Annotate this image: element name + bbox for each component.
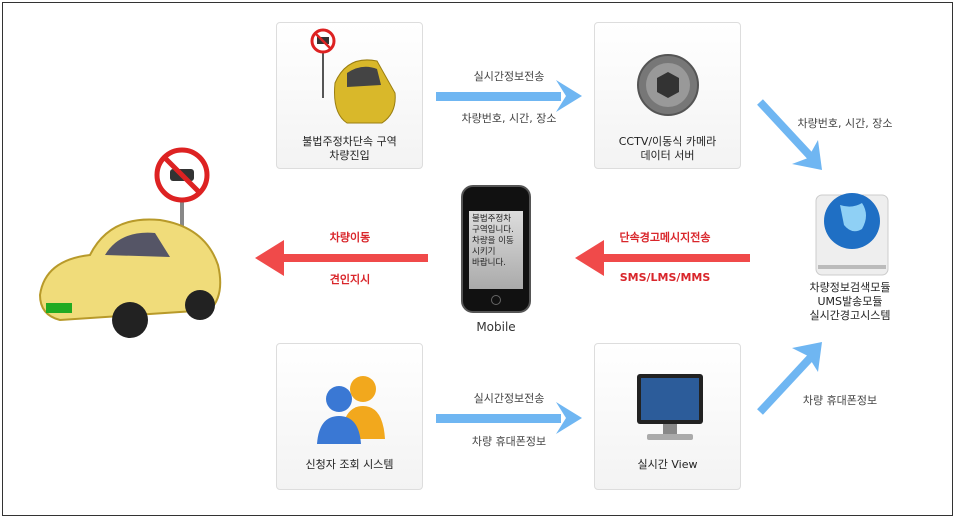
server-node-label: 차량정보검색모듈 UMS발송모듈 실시간경고시스템 xyxy=(780,281,920,323)
beetle-car-with-no-parking-sign-icon xyxy=(38,147,222,338)
edge-label: 실시간정보전송 xyxy=(473,392,545,405)
cctv-server-node: CCTV/이동식 카메라 데이터 서버 xyxy=(594,22,741,169)
view-node-label: 실시간 View xyxy=(637,458,698,471)
entry-line2: 차량진입 xyxy=(329,149,370,162)
arrow-cctv-to-server xyxy=(757,99,822,170)
cctv-line1: CCTV/이동식 카메라 xyxy=(618,135,717,148)
edge-label: 차량 휴대폰정보 xyxy=(471,435,547,448)
monitor-icon xyxy=(637,374,703,440)
arrow-server-to-mobile xyxy=(600,254,750,262)
arrow-applicant-to-view xyxy=(436,414,561,423)
edge-label: 견인지시 xyxy=(329,273,371,286)
edge-label: SMS/LMS/MMS xyxy=(619,271,711,284)
edge-label: 차량번호, 시간, 장소 xyxy=(461,112,557,125)
globe-server-icon xyxy=(815,193,889,276)
mobile-phone-icon: 불법주정차 구역입니다. 차량을 이동 시키기 바랍니다. xyxy=(461,185,531,313)
arrow-entry-to-cctv xyxy=(436,92,561,101)
edge-label: 단속경고메시지전송 xyxy=(619,231,711,244)
server-line1: 차량정보검색모듈 xyxy=(809,281,891,294)
phone-screen-message: 불법주정차 구역입니다. 차량을 이동 시키기 바랍니다. xyxy=(469,211,523,289)
entry-line1: 불법주정차단속 구역 xyxy=(302,135,397,148)
cctv-node-label: CCTV/이동식 카메라 데이터 서버 xyxy=(595,135,740,163)
applicant-node-label: 신청자 조회 시스템 xyxy=(305,458,394,471)
mobile-label: Mobile xyxy=(476,320,516,334)
car-with-no-parking-sign-icon xyxy=(310,28,396,124)
blue-arrows xyxy=(436,80,822,434)
edge-label: 차량번호, 시간, 장소 xyxy=(797,117,893,130)
illegal-parking-entry-node: 불법주정차단속 구역 차량진입 xyxy=(276,22,423,169)
applicant-lookup-node: 신청자 조회 시스템 xyxy=(276,343,423,490)
cctv-line2: 데이터 서버 xyxy=(640,149,695,162)
entry-node-label: 불법주정차단속 구역 차량진입 xyxy=(277,135,422,163)
edge-label: 차량이동 xyxy=(329,231,371,244)
red-arrows xyxy=(255,240,750,276)
realtime-view-node: 실시간 View xyxy=(594,343,741,490)
camera-lens-icon xyxy=(637,54,699,116)
server-line2: UMS발송모듈 xyxy=(817,295,883,308)
edge-label: 실시간정보전송 xyxy=(473,70,545,83)
users-icon xyxy=(317,376,385,444)
server-line3: 실시간경고시스템 xyxy=(809,309,891,322)
arrow-view-to-server xyxy=(757,342,822,415)
arrow-mobile-to-car xyxy=(280,254,428,262)
edge-label: 차량 휴대폰정보 xyxy=(802,394,878,407)
